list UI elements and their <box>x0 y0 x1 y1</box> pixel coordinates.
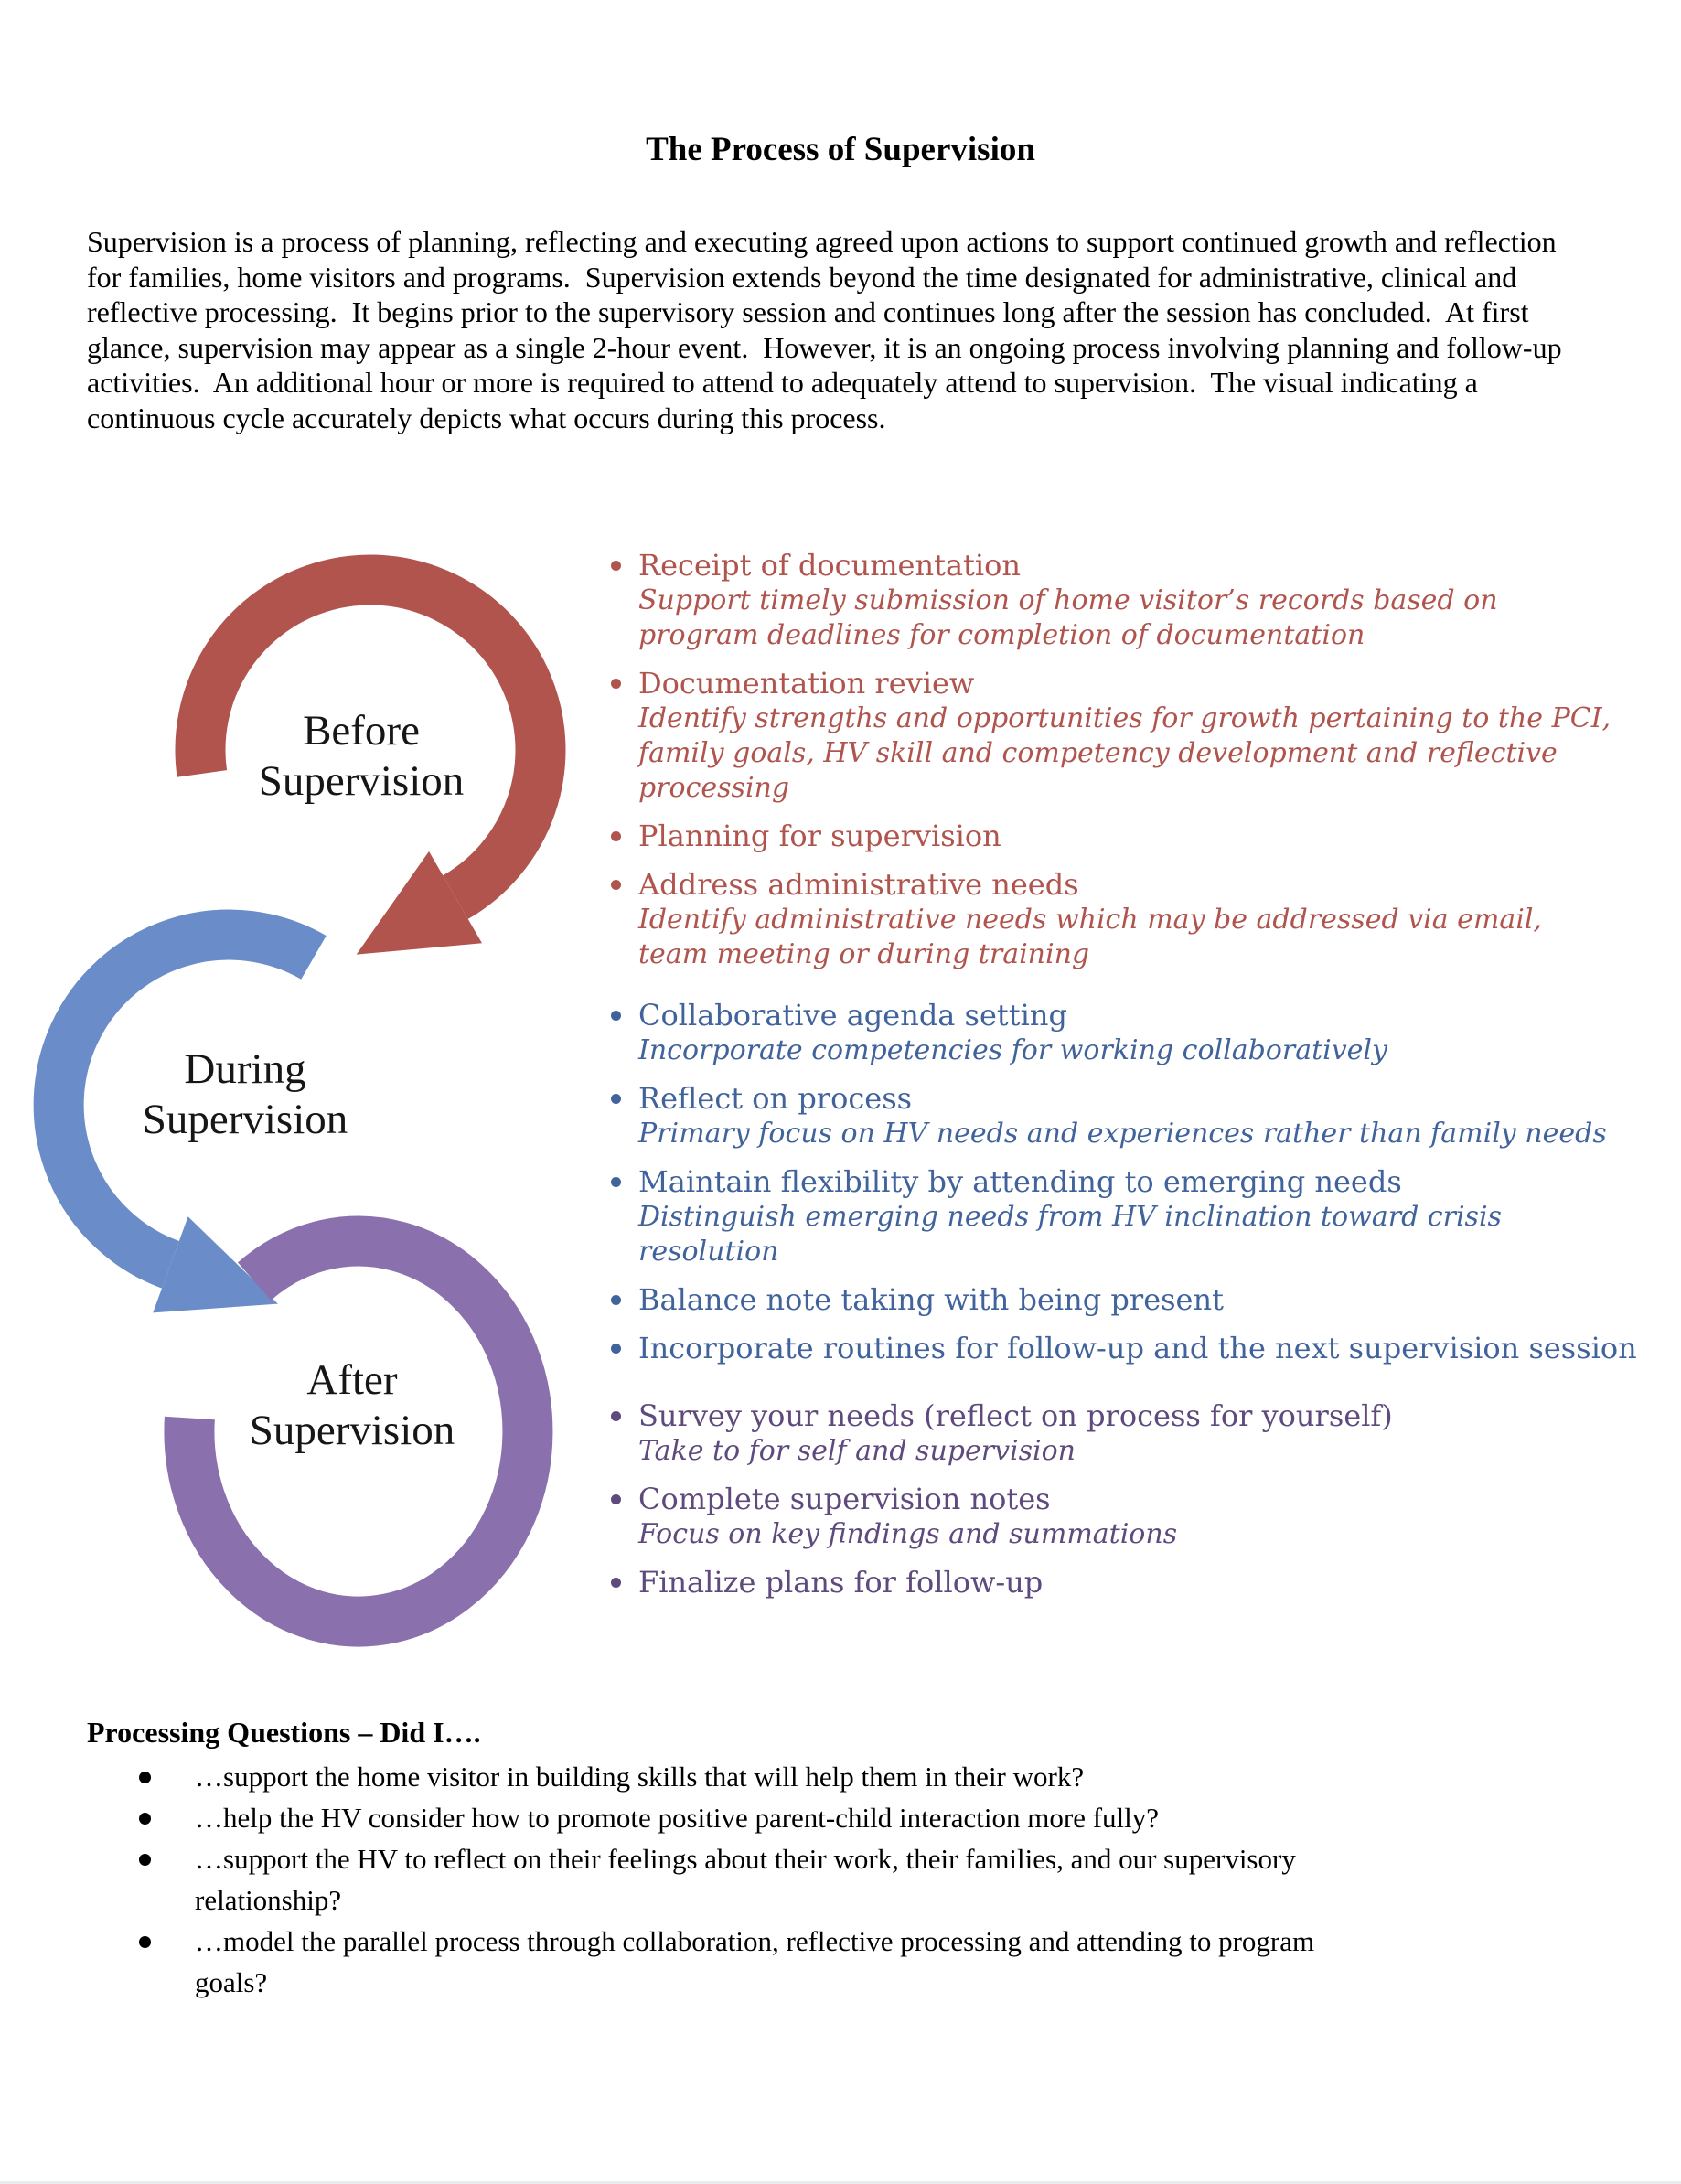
item-detail: Take to for self and supervision <box>638 1435 1076 1467</box>
item-label: Complete supervision notes <box>638 1482 1051 1516</box>
list-item: …model the parallel process through coll… <box>87 1921 1605 2003</box>
bullet-icon <box>611 1411 621 1421</box>
bullet-icon <box>139 1813 151 1825</box>
during-arrowhead-icon <box>153 1216 278 1313</box>
bullet-icon <box>611 880 621 890</box>
item-label: Balance note taking with being present <box>638 1282 1224 1317</box>
item-label: Survey your needs (reflect on process fo… <box>638 1398 1393 1433</box>
list-item: Address administrative needs Identify ad… <box>611 866 1681 972</box>
item-label: Address administrative needs <box>638 867 1079 902</box>
item-detail: Support timely submission of home visito… <box>638 584 1498 651</box>
after-supervision-list: Survey your needs (reflect on process fo… <box>611 1397 1617 1612</box>
bullet-icon <box>611 1094 621 1104</box>
item-detail: Incorporate competencies for working col… <box>638 1034 1387 1066</box>
bullet-icon <box>611 1578 621 1588</box>
list-item: Reflect on process Primary focus on HV n… <box>611 1080 1681 1151</box>
page-title: The Process of Supervision <box>646 131 1035 168</box>
processing-questions-list: …support the home visitor in building sk… <box>87 1756 1605 2003</box>
before-supervision-list: Receipt of documentation Support timely … <box>611 547 1681 984</box>
before-arrowhead-icon <box>356 851 482 955</box>
question-text: …support the home visitor in building sk… <box>195 1761 1085 1793</box>
bullet-icon <box>139 1772 151 1783</box>
item-label: Collaborative agenda setting <box>638 998 1067 1033</box>
bullet-icon <box>611 561 621 571</box>
list-item: Collaborative agenda setting Incorporate… <box>611 997 1681 1068</box>
stage-label-before-supervision: Before Supervision <box>258 707 465 805</box>
bullet-icon <box>611 1177 621 1187</box>
question-text: …model the parallel process through coll… <box>195 1925 1315 1998</box>
bullet-icon <box>611 1344 621 1354</box>
question-text: …help the HV consider how to promote pos… <box>195 1802 1160 1834</box>
stage-label-after-supervision: After Supervision <box>249 1356 455 1454</box>
bullet-icon <box>139 1936 151 1948</box>
stage-label-during-supervision: During Supervision <box>142 1045 348 1143</box>
list-item: Documentation review Identify strengths … <box>611 665 1681 806</box>
item-label: Planning for supervision <box>638 819 1001 853</box>
item-label: Finalize plans for follow-up <box>638 1565 1044 1600</box>
item-detail: Primary focus on HV needs and experience… <box>638 1118 1607 1150</box>
list-item: Receipt of documentation Support timely … <box>611 547 1681 653</box>
intro-paragraph: Supervision is a process of planning, re… <box>87 225 1569 434</box>
item-detail: Identify strengths and opportunities for… <box>638 702 1611 804</box>
bullet-icon <box>611 1494 621 1504</box>
list-item: Planning for supervision <box>611 818 1681 854</box>
bullet-icon <box>611 1011 621 1021</box>
item-label: Incorporate routines for follow-up and t… <box>638 1331 1637 1365</box>
bullet-icon <box>611 831 621 841</box>
item-label: Maintain flexibility by attending to eme… <box>638 1164 1402 1199</box>
list-item: Finalize plans for follow-up <box>611 1564 1617 1601</box>
list-item: Balance note taking with being present <box>611 1281 1681 1318</box>
list-item: Maintain flexibility by attending to eme… <box>611 1163 1681 1269</box>
list-item: Complete supervision notes Focus on key … <box>611 1481 1617 1552</box>
processing-questions-heading: Processing Questions – Did I…. <box>87 1716 481 1749</box>
page-bottom-edge <box>0 2181 1681 2184</box>
list-item: …support the HV to reflect on their feel… <box>87 1838 1605 1921</box>
item-label: Documentation review <box>638 666 975 701</box>
bullet-icon <box>139 1854 151 1866</box>
item-label: Receipt of documentation <box>638 548 1021 583</box>
item-label: Reflect on process <box>638 1081 913 1116</box>
item-detail: Identify administrative needs which may … <box>638 904 1542 970</box>
during-supervision-list: Collaborative agenda setting Incorporate… <box>611 997 1681 1378</box>
item-detail: Focus on key findings and summations <box>638 1518 1178 1550</box>
question-text: …support the HV to reflect on their feel… <box>195 1843 1296 1916</box>
list-item: …support the home visitor in building sk… <box>87 1756 1605 1797</box>
item-detail: Distinguish emerging needs from HV incli… <box>638 1201 1502 1268</box>
bullet-icon <box>611 679 621 689</box>
list-item: Survey your needs (reflect on process fo… <box>611 1397 1617 1469</box>
list-item: Incorporate routines for follow-up and t… <box>611 1330 1681 1366</box>
list-item: …help the HV consider how to promote pos… <box>87 1797 1605 1838</box>
bullet-icon <box>611 1295 621 1305</box>
